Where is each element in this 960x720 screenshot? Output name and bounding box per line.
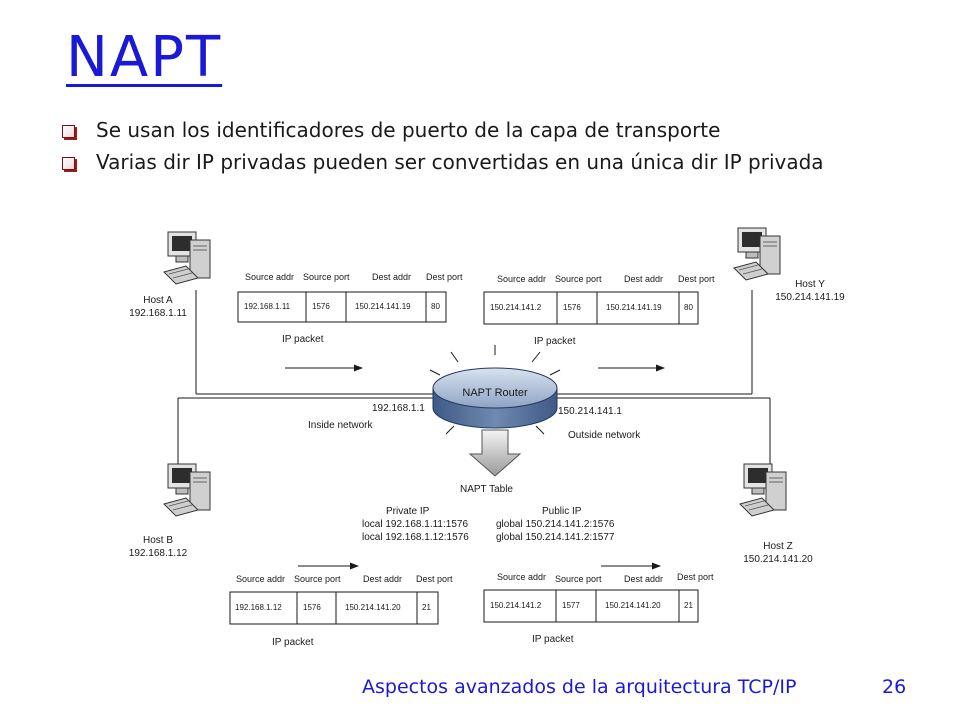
- napt-table-private-cell: local 192.168.1.11:1576: [362, 519, 468, 530]
- host-b-ip: 192.168.1.12: [129, 548, 188, 559]
- packet-header-label: Source addr: [245, 272, 294, 282]
- host-a-name: Host A: [143, 295, 173, 306]
- computer-icon: [163, 231, 211, 285]
- outside-ip-label: 150.214.141.1: [558, 406, 622, 417]
- packet-field-dest-port: 80: [431, 302, 440, 311]
- packet-box: [229, 591, 439, 625]
- packet-caption: IP packet: [282, 334, 324, 345]
- packet-field-dest-port: 21: [684, 601, 693, 610]
- packet-header-label: Source port: [555, 574, 602, 584]
- bullet-list: Se usan los identificadores de puerto de…: [62, 117, 882, 181]
- network-lines: [177, 290, 771, 468]
- host-b-name: Host B: [143, 535, 173, 546]
- host-y-name: Host Y: [795, 279, 825, 290]
- computer-icon: [739, 463, 787, 517]
- packet-field-source-port: 1576: [312, 302, 330, 311]
- packet-field-source-addr: 150.214.141.2: [490, 303, 542, 312]
- bullet-text: Varias dir IP privadas pueden ser conver…: [96, 150, 824, 174]
- packet-header-label: Dest port: [678, 274, 715, 284]
- napt-table-public-cell: global 150.214.141.2:1576: [496, 519, 615, 530]
- packet-field-source-addr: 150.214.141.2: [490, 601, 542, 610]
- flow-arrows: [285, 364, 665, 570]
- packet-header-label: Source port: [555, 274, 602, 284]
- public-ip-header: Public IP: [542, 506, 582, 517]
- packet-top-left: Source addr Source port Dest addr Dest p…: [237, 272, 463, 345]
- router-label: NAPT Router: [462, 387, 528, 399]
- packet-field-dest-addr: 150.214.141.20: [345, 603, 401, 612]
- packet-top-right: Source addr Source port Dest addr Dest p…: [483, 274, 715, 347]
- packet-header-label: Source addr: [236, 574, 285, 584]
- packet-header-label: Dest port: [677, 572, 714, 582]
- checkbox-bullet-icon: [62, 125, 75, 138]
- packet-header-label: Source port: [303, 272, 350, 282]
- checkbox-bullet-icon: [62, 157, 75, 170]
- packet-header-label: Source addr: [497, 274, 546, 284]
- page-number: 26: [882, 676, 907, 698]
- packet-bottom-left: Source addr Source port Dest addr Dest p…: [229, 574, 453, 648]
- napt-table-public-cell: global 150.214.141.2:1577: [496, 532, 615, 543]
- napt-router: NAPT Router: [429, 345, 561, 435]
- packet-field-dest-addr: 150.214.141.19: [606, 303, 662, 312]
- napt-table-private-cell: local 192.168.1.12:1576: [362, 532, 469, 543]
- bullet-item: Se usan los identificadores de puerto de…: [62, 117, 882, 143]
- private-ip-header: Private IP: [386, 506, 430, 517]
- slide-footer: Aspectos avanzados de la arquitectura TC…: [362, 676, 797, 698]
- host-y: Host Y 150.214.141.19: [733, 227, 845, 303]
- packet-caption: IP packet: [272, 637, 314, 648]
- packet-caption: IP packet: [534, 336, 576, 347]
- packet-header-label: Source port: [294, 574, 341, 584]
- host-z-name: Host Z: [763, 541, 792, 552]
- slide-title: NAPT: [66, 25, 223, 90]
- inside-network-label: Inside network: [308, 420, 373, 431]
- host-y-ip: 150.214.141.19: [775, 292, 845, 303]
- napt-table: Private IP Public IP local 192.168.1.11:…: [362, 506, 615, 543]
- inside-ip-label: 192.168.1.1: [372, 403, 425, 414]
- packet-caption: IP packet: [532, 634, 574, 645]
- packet-box: [483, 291, 699, 325]
- packet-field-source-port: 1577: [562, 601, 580, 610]
- router-top: [432, 367, 558, 409]
- host-a-ip: 192.168.1.11: [129, 308, 187, 319]
- packet-header-label: Dest port: [426, 272, 463, 282]
- packet-field-dest-port: 21: [422, 603, 431, 612]
- host-b: Host B 192.168.1.12: [129, 463, 211, 559]
- packet-field-dest-addr: 150.214.141.20: [605, 601, 661, 610]
- packet-field-source-port: 1576: [563, 303, 581, 312]
- packet-field-dest-port: 80: [684, 303, 693, 312]
- host-a: Host A 192.168.1.11: [129, 231, 211, 319]
- packet-header-label: Dest addr: [372, 272, 411, 282]
- packet-header-label: Dest addr: [624, 274, 663, 284]
- host-z: Host Z 150.214.141.20: [739, 463, 813, 565]
- packet-field-source-addr: 192.168.1.12: [235, 603, 282, 612]
- packet-box: [483, 589, 699, 623]
- packet-header-label: Dest addr: [624, 574, 663, 584]
- packet-box: [237, 291, 447, 323]
- packet-field-dest-addr: 150.214.141.19: [355, 302, 411, 311]
- host-z-ip: 150.214.141.20: [743, 554, 813, 565]
- bullet-text: Se usan los identificadores de puerto de…: [96, 118, 721, 142]
- computer-icon: [733, 227, 781, 281]
- packet-field-source-addr: 192.168.1.11: [244, 302, 291, 311]
- computer-icon: [163, 463, 211, 517]
- napt-table-label: NAPT Table: [460, 484, 513, 495]
- down-arrow-icon: [468, 429, 522, 477]
- outside-network-label: Outside network: [568, 430, 641, 441]
- packet-bottom-right: Source addr Source port Dest addr Dest p…: [483, 572, 714, 645]
- bullet-item: Varias dir IP privadas pueden ser conver…: [62, 149, 882, 175]
- packet-header-label: Source addr: [497, 572, 546, 582]
- packet-field-source-port: 1576: [303, 603, 321, 612]
- packet-header-label: Dest port: [416, 574, 453, 584]
- packet-header-label: Dest addr: [363, 574, 402, 584]
